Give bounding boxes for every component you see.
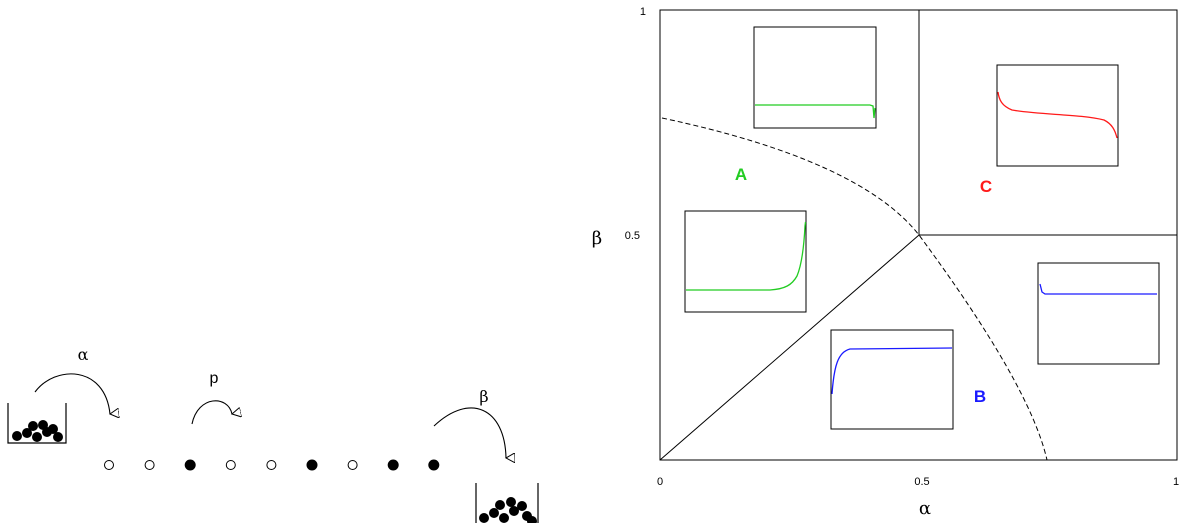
inset-low-density-profile: [684, 210, 807, 313]
occupied-site: [306, 459, 318, 471]
hop-rate-label: p: [210, 370, 219, 387]
region-label-b: B: [974, 387, 986, 406]
lattice-sites: [104, 459, 440, 471]
empty-site: [347, 460, 358, 470]
x-tick-1: 1: [1173, 476, 1179, 488]
inset-maximal-current-profile: [996, 64, 1119, 167]
entry-rate-label: α: [78, 345, 89, 364]
phase-diagram: 0 0.5 1 0.5 1 α β A B C: [592, 6, 1179, 519]
occupied-site: [428, 459, 440, 471]
exit-reservoir: [475, 483, 539, 523]
empty-site: [104, 460, 114, 470]
entry-reservoir: [7, 403, 67, 444]
x-tick-0: 0: [657, 476, 663, 488]
empty-site: [144, 460, 155, 470]
inset-low-density-upper: [753, 26, 877, 129]
x-tick-0.5: 0.5: [914, 476, 929, 488]
entry-arrow: [34, 373, 110, 414]
empty-site: [225, 460, 236, 470]
exit-arrow: [433, 407, 506, 458]
empty-site: [266, 460, 277, 470]
occupied-site: [184, 459, 196, 471]
tasep-schematic: α p β: [7, 345, 539, 523]
region-label-a: A: [735, 165, 747, 184]
y-axis-label: β: [592, 228, 602, 249]
y-tick-1: 1: [640, 6, 646, 18]
hop-arrow: [191, 400, 232, 425]
exit-rate-label: β: [479, 387, 488, 406]
boundary-diagonal: [659, 234, 920, 461]
occupied-site: [387, 459, 399, 471]
region-label-c: C: [980, 177, 992, 196]
x-axis-label: α: [919, 498, 931, 519]
y-tick-0.5: 0.5: [625, 230, 640, 242]
inset-high-density-profile: [830, 329, 954, 430]
inset-high-density-lower: [1037, 262, 1160, 365]
